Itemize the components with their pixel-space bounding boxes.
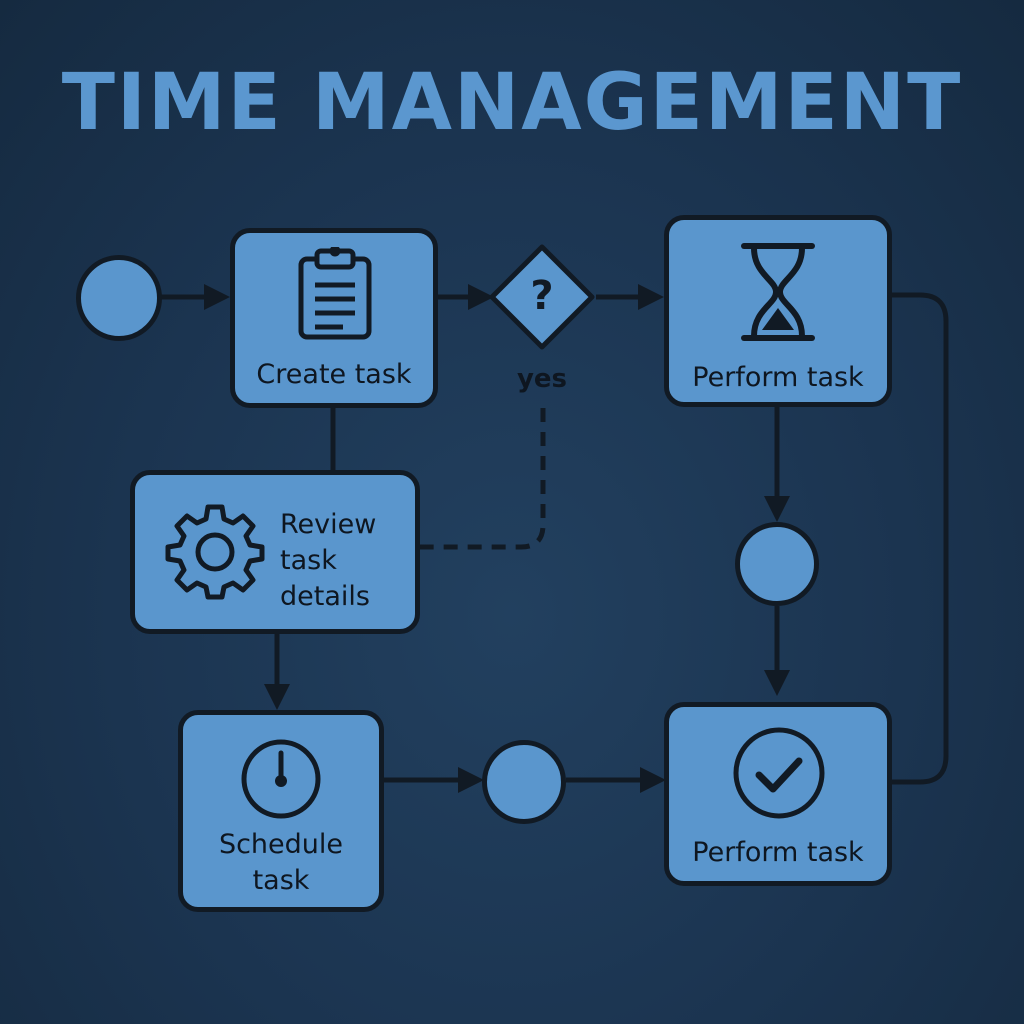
start-event (76, 255, 162, 341)
node-schedule-task[interactable]: Schedule task (178, 710, 384, 912)
intermediate-event-right (735, 522, 819, 606)
arrowhead-create-decision (468, 284, 494, 310)
gear-icon (165, 504, 265, 600)
decision-diamond[interactable] (486, 241, 598, 353)
node-perform-task-bottom[interactable]: Perform task (664, 702, 892, 886)
checkmark-circle-icon (733, 727, 825, 819)
page-title: TIME MANAGEMENT (61, 58, 963, 148)
node-review-task-details-label: Review task details (280, 509, 377, 612)
arrowhead-circle-perform (640, 767, 666, 793)
arrowhead-schedule-circle (458, 767, 484, 793)
arrowhead-decision-perform (638, 284, 664, 310)
node-perform-task-top-label: Perform task (692, 362, 864, 393)
clock-icon (241, 739, 321, 819)
edge-decision-review-dashed (420, 408, 546, 550)
node-perform-task-top[interactable]: Perform task (664, 215, 892, 407)
intermediate-event-bottom (482, 740, 566, 824)
node-perform-task-bottom-label: Perform task (692, 837, 864, 868)
decision-question-mark: ? (530, 273, 554, 319)
arrowhead-start-create (204, 284, 230, 310)
arrowhead-perform-circle (764, 496, 790, 522)
node-create-task[interactable]: Create task (230, 228, 438, 408)
arrowhead-circle-perform-bottom (764, 670, 790, 696)
clipboard-icon (298, 247, 372, 340)
edge-loop-right (890, 292, 949, 785)
node-create-task-label: Create task (256, 359, 412, 390)
node-review-task-details[interactable]: Review task details (130, 470, 420, 634)
arrowhead-review-schedule (264, 684, 290, 710)
hourglass-icon (741, 243, 815, 341)
node-schedule-task-label: Schedule task (218, 829, 344, 896)
decision-yes-label: yes (516, 364, 568, 394)
